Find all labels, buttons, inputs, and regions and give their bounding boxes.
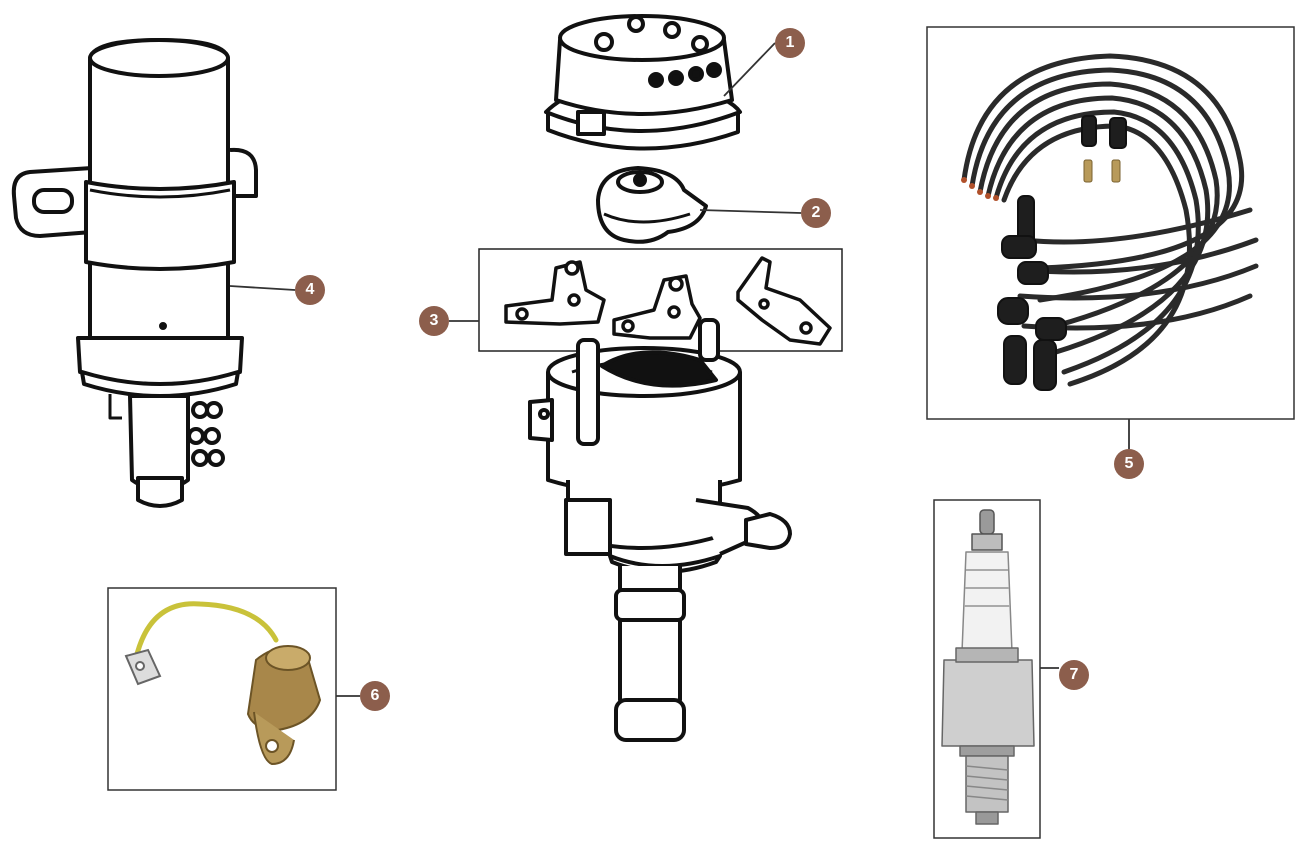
callout-3[interactable]: 3	[419, 306, 449, 336]
ht-boots-illustration	[997, 115, 1127, 391]
spark-plug-illustration[interactable]	[941, 509, 1035, 825]
leader-lines	[229, 42, 1130, 697]
ht-lead-ends-illustration	[961, 177, 999, 201]
callout-1[interactable]: 1	[775, 28, 805, 58]
distributor-cap-illustration[interactable]	[544, 14, 742, 151]
ht-terminals-illustration	[1083, 159, 1121, 183]
rotor-arm-illustration[interactable]	[596, 166, 708, 244]
contact-points-illustration[interactable]	[504, 256, 832, 346]
ht-leads-illustration[interactable]	[961, 53, 1259, 387]
distributor-body-illustration	[528, 318, 792, 742]
ignition-coil-illustration[interactable]	[11, 38, 258, 508]
callout-2[interactable]: 2	[801, 198, 831, 228]
callout-6[interactable]: 6	[360, 681, 390, 711]
callout-4[interactable]: 4	[295, 275, 325, 305]
condenser-illustration[interactable]	[124, 601, 322, 766]
callout-7[interactable]: 7	[1059, 660, 1089, 690]
callout-5[interactable]: 5	[1114, 449, 1144, 479]
